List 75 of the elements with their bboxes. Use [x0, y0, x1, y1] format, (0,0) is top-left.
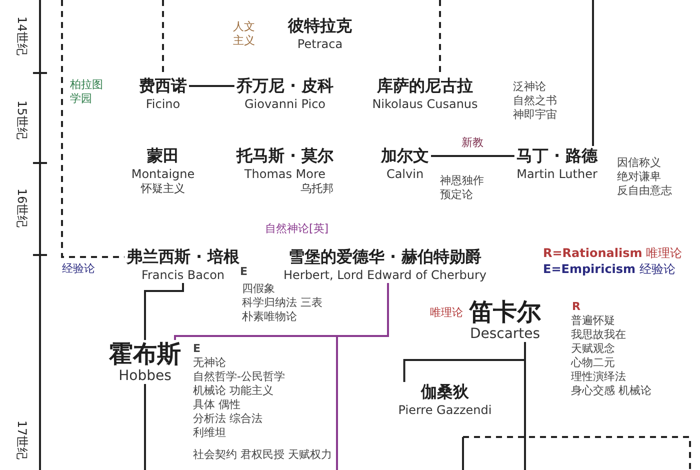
- legend-note: R=Rationalism 唯理论: [543, 246, 682, 260]
- chinese-name: 伽桑狄: [421, 382, 469, 402]
- doctrine-note: 理性演绎法: [571, 370, 626, 384]
- doctrine-note: 具体 偶性: [193, 398, 240, 412]
- latin-name: Herbert, Lord Edward of Cherbury: [283, 267, 487, 283]
- doctrine-note: 唯理论: [430, 306, 463, 320]
- doctrine-note: 身心交感 机械论: [571, 384, 652, 398]
- latin-name: Giovanni Pico: [244, 96, 326, 112]
- doctrine-note: 乌托邦: [300, 182, 334, 196]
- connector-line: [144, 384, 146, 470]
- chinese-name: 托马斯 · 莫尔: [236, 146, 334, 166]
- doctrine-note: 反自由意志: [617, 184, 672, 198]
- doctrine-note: 社会契约 君权民授 天赋权力: [193, 448, 332, 462]
- doctrine-note: E: [240, 265, 248, 279]
- doctrine-note: 自然神论[英]: [265, 222, 329, 236]
- connector-line: [592, 0, 594, 146]
- doctrine-note: 经验论: [62, 262, 95, 276]
- doctrine-note: 朴素唯物论: [242, 310, 297, 324]
- chinese-name: 弗兰西斯 · 培根: [126, 247, 240, 267]
- doctrine-note: R: [572, 300, 580, 314]
- chinese-name: 雪堡的爱德华 · 赫伯特勋爵: [288, 247, 482, 267]
- doctrine-note: 机械论 功能主义: [193, 384, 274, 398]
- latin-name: Calvin: [386, 166, 424, 182]
- legend-note: E=Empiricism 经验论: [543, 262, 676, 276]
- doctrine-note: 预定论: [440, 188, 473, 202]
- latin-name: Martin Luther: [516, 166, 598, 182]
- latin-name: Nikolaus Cusanus: [372, 96, 478, 112]
- doctrine-note: 我思故我在: [571, 328, 626, 342]
- doctrine-note: 无神论: [193, 356, 226, 370]
- connector-line: [431, 155, 514, 157]
- connector-line: [189, 85, 234, 87]
- chinese-name: 乔万尼 · 皮科: [236, 76, 334, 96]
- doctrine-note: 心物二元: [571, 356, 615, 370]
- chinese-name: 笛卡尔: [469, 298, 541, 326]
- edge-label: 新教: [460, 136, 486, 149]
- doctrine-note: 因信称义: [617, 156, 661, 170]
- doctrine-note: 四假象: [242, 282, 275, 296]
- century-label: 14世纪: [15, 16, 29, 56]
- century-label: 17世纪: [15, 420, 29, 460]
- latin-name: Montaigne: [131, 166, 195, 182]
- latin-name: Ficino: [146, 96, 180, 112]
- doctrine-note: 普遍怀疑: [571, 314, 615, 328]
- doctrine-note: 天赋观念: [571, 342, 615, 356]
- doctrine-note: 泛神论: [513, 80, 546, 94]
- latin-name: Petraca: [297, 36, 343, 52]
- latin-name: Thomas More: [244, 166, 326, 182]
- doctrine-note: E: [193, 342, 201, 356]
- doctrine-note: 怀疑主义: [141, 182, 185, 196]
- chinese-name: 加尔文: [381, 146, 429, 166]
- doctrine-note: 柏拉图学园: [70, 78, 104, 106]
- doctrine-note: 科学归纳法 三表: [242, 296, 322, 310]
- doctrine-note: 分析法 综合法: [193, 412, 262, 426]
- chinese-name: 霍布斯: [109, 340, 181, 368]
- latin-name: Pierre Gazzendi: [398, 402, 492, 418]
- chinese-name: 蒙田: [147, 146, 179, 166]
- doctrine-note: 绝对谦卑: [617, 170, 661, 184]
- doctrine-note: 人文主义: [233, 20, 256, 48]
- connector-line: [144, 283, 184, 340]
- connector-line: [174, 335, 338, 470]
- connector-line: [524, 342, 526, 470]
- century-label: 15世纪: [15, 100, 29, 140]
- doctrine-note: 自然之书: [513, 94, 557, 108]
- doctrine-note: 自然哲学-公民哲学: [193, 370, 285, 384]
- latin-name: Hobbes: [118, 368, 172, 384]
- chinese-name: 马丁 · 路德: [516, 146, 598, 166]
- latin-name: Descartes: [470, 326, 540, 342]
- century-label: 16世纪: [15, 188, 29, 228]
- chinese-name: 费西诺: [139, 76, 187, 96]
- doctrine-note: 神恩独作: [440, 174, 484, 188]
- doctrine-note: 利维坦: [193, 426, 226, 440]
- latin-name: Francis Bacon: [141, 267, 225, 283]
- chinese-name: 库萨的尼古拉: [377, 76, 473, 96]
- doctrine-note: 神即宇宙: [513, 108, 557, 122]
- connector-line: [61, 0, 124, 258]
- chinese-name: 彼特拉克: [288, 16, 352, 36]
